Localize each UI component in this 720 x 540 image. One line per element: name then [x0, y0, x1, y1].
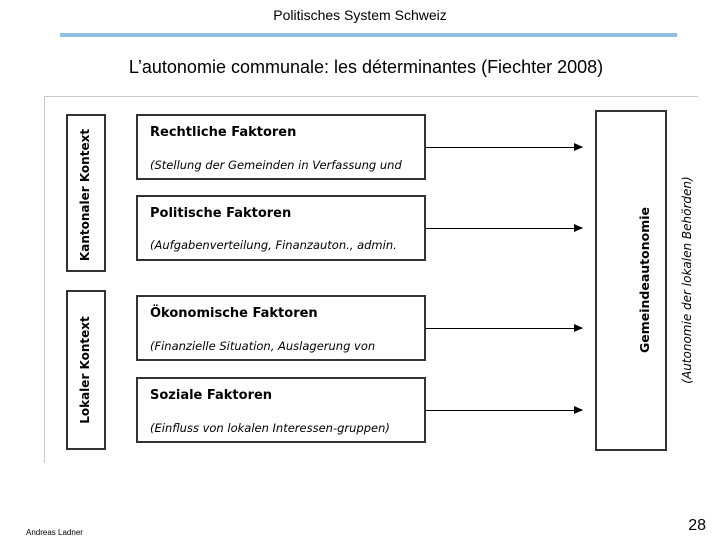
determinants-diagram: Kantonaler Kontext Lokaler Kontext Recht… [44, 96, 698, 463]
page-number: 28 [688, 517, 706, 534]
footer-author: Andreas Ladner [26, 528, 83, 537]
context-box-local: Lokaler Kontext [66, 290, 106, 450]
outcome-title: Gemeindeautonomie [637, 206, 652, 354]
factor-subtitle-legal: (Stellung der Gemeinden in Verfassung un… [150, 158, 402, 172]
factor-title-economic: Ökonomische Faktoren [150, 306, 318, 321]
factor-title-legal: Rechtliche Faktoren [150, 125, 297, 140]
outcome-box: Gemeindeautonomie (Autonomie der lokalen… [595, 110, 694, 451]
factor-subtitle-social: (Einfluss von lokalen Interessen-gruppen… [150, 421, 390, 435]
factor-box-social: Soziale Faktoren (Einfluss von lokalen I… [136, 377, 426, 443]
context-label-local: Lokaler Kontext [78, 316, 92, 424]
factor-box-legal: Rechtliche Faktoren (Stellung der Gemein… [136, 114, 426, 180]
factor-subtitle-economic: (Finanzielle Situation, Auslagerung von [150, 339, 376, 353]
context-box-cantonal: Kantonaler Kontext [66, 114, 106, 272]
slide-title: L’autonomie communale: les déterminantes… [128, 57, 604, 77]
context-label-cantonal: Kantonaler Kontext [78, 128, 92, 262]
factor-subtitle-political: (Aufgabenverteilung, Finanzauton., admin… [150, 238, 397, 252]
factor-box-political: Politische Faktoren (Aufgabenverteilung,… [136, 195, 426, 261]
presentation-header-title: Politisches System Schweiz [273, 7, 447, 23]
factor-title-political: Politische Faktoren [150, 206, 292, 221]
outcome-subtitle: (Autonomie der lokalen Behörden) [680, 176, 694, 384]
factor-box-economic: Ökonomische Faktoren (Finanzielle Situat… [136, 295, 426, 361]
factor-title-social: Soziale Faktoren [150, 388, 273, 403]
header-divider [60, 33, 677, 37]
